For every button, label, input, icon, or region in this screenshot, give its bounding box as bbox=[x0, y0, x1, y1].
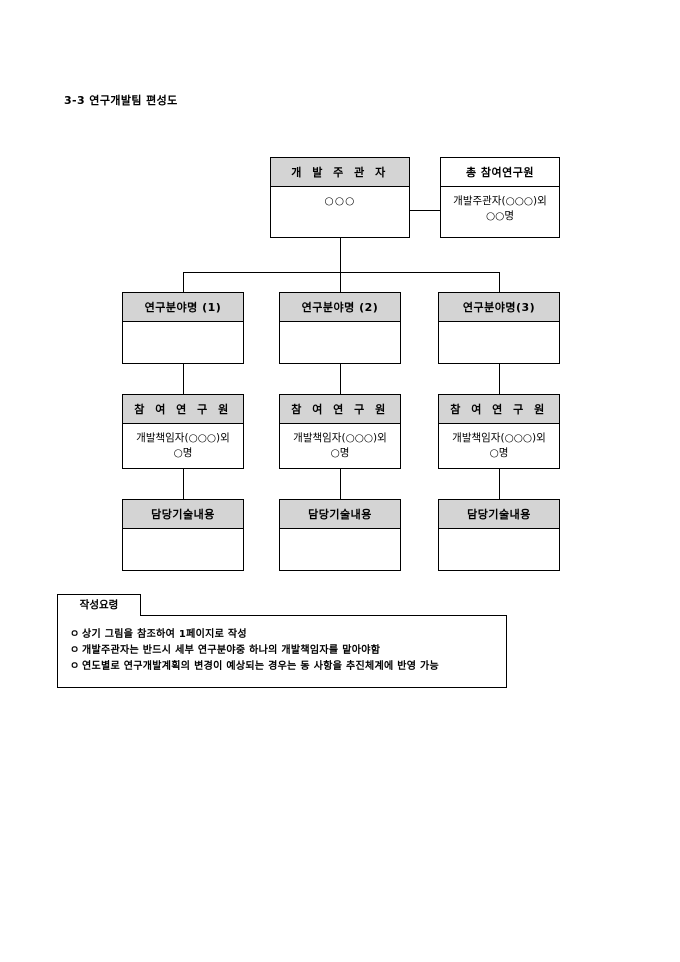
node-total-researchers-body: 개발주관자(○○○)외 ○○명 bbox=[453, 195, 547, 222]
connector-drop-field-3 bbox=[499, 272, 500, 292]
connector-lead-stem bbox=[340, 238, 341, 272]
connector-field2-to-member2 bbox=[340, 364, 341, 394]
connector-member3-to-tech3 bbox=[499, 469, 500, 499]
node-tech-content-1[interactable]: 담당기술내용 bbox=[122, 499, 244, 571]
node-research-field-1[interactable]: 연구분야명 (1) bbox=[122, 292, 244, 364]
bullet-icon: ㅇ bbox=[70, 661, 80, 672]
node-research-field-1-header: 연구분야명 (1) bbox=[123, 293, 243, 322]
bullet-icon: ㅇ bbox=[70, 645, 80, 656]
connector-lead-to-total bbox=[410, 210, 440, 211]
instruction-text: 개발주관자는 반드시 세부 연구분야중 하나의 개발책임자를 맡아야함 bbox=[82, 645, 381, 656]
node-participating-researchers-1-body: 개발책임자(○○○)외 ○명 bbox=[136, 432, 230, 459]
node-tech-content-3-body bbox=[439, 529, 559, 571]
node-tech-content-2-body bbox=[280, 529, 400, 571]
node-tech-content-3-header: 담당기술내용 bbox=[439, 500, 559, 529]
node-research-field-2[interactable]: 연구분야명 (2) bbox=[279, 292, 401, 364]
node-participating-researchers-1-header: 참 여 연 구 원 bbox=[123, 395, 243, 424]
connector-distributor-bar bbox=[183, 272, 499, 273]
node-research-field-1-body bbox=[123, 322, 243, 364]
node-research-field-3[interactable]: 연구분야명(3) bbox=[438, 292, 560, 364]
node-participating-researchers-3-body: 개발책임자(○○○)외 ○명 bbox=[452, 432, 546, 459]
node-research-field-3-body bbox=[439, 322, 559, 364]
node-tech-content-3[interactable]: 담당기술내용 bbox=[438, 499, 560, 571]
node-participating-researchers-3-header: 참 여 연 구 원 bbox=[439, 395, 559, 424]
connector-field1-to-member1 bbox=[183, 364, 184, 394]
node-tech-content-2[interactable]: 담당기술내용 bbox=[279, 499, 401, 571]
instructions-tab-label: 작성요령 bbox=[57, 594, 141, 616]
node-participating-researchers-2-body: 개발책임자(○○○)외 ○명 bbox=[293, 432, 387, 459]
node-participating-researchers-2-header: 참 여 연 구 원 bbox=[280, 395, 400, 424]
connector-member1-to-tech1 bbox=[183, 469, 184, 499]
page-title: 3-3 연구개발팀 편성도 bbox=[64, 94, 178, 107]
node-total-researchers-header: 총 참여연구원 bbox=[441, 158, 559, 187]
node-tech-content-1-body bbox=[123, 529, 243, 571]
node-total-researchers[interactable]: 총 참여연구원 개발주관자(○○○)외 ○○명 bbox=[440, 157, 560, 238]
node-research-field-2-body bbox=[280, 322, 400, 364]
instruction-text: 연도별로 연구개발계획의 변경이 예상되는 경우는 동 사항을 추진체계에 반영… bbox=[82, 661, 440, 672]
node-participating-researchers-2[interactable]: 참 여 연 구 원 개발책임자(○○○)외 ○명 bbox=[279, 394, 401, 469]
node-development-lead[interactable]: 개 발 주 관 자 ○○○ bbox=[270, 157, 410, 238]
connector-field3-to-member3 bbox=[499, 364, 500, 394]
instruction-text: 상기 그림을 참조하여 1페이지로 작성 bbox=[82, 629, 247, 640]
connector-drop-field-2 bbox=[340, 272, 341, 292]
bullet-icon: ㅇ bbox=[70, 629, 80, 640]
node-research-field-3-header: 연구분야명(3) bbox=[439, 293, 559, 322]
node-research-field-2-header: 연구분야명 (2) bbox=[280, 293, 400, 322]
node-participating-researchers-3[interactable]: 참 여 연 구 원 개발책임자(○○○)외 ○명 bbox=[438, 394, 560, 469]
node-tech-content-1-header: 담당기술내용 bbox=[123, 500, 243, 529]
connector-drop-field-1 bbox=[183, 272, 184, 292]
node-development-lead-header: 개 발 주 관 자 bbox=[271, 158, 409, 187]
node-tech-content-2-header: 담당기술내용 bbox=[280, 500, 400, 529]
node-participating-researchers-1[interactable]: 참 여 연 구 원 개발책임자(○○○)외 ○명 bbox=[122, 394, 244, 469]
node-development-lead-body: ○○○ bbox=[324, 195, 356, 207]
connector-member2-to-tech2 bbox=[340, 469, 341, 499]
